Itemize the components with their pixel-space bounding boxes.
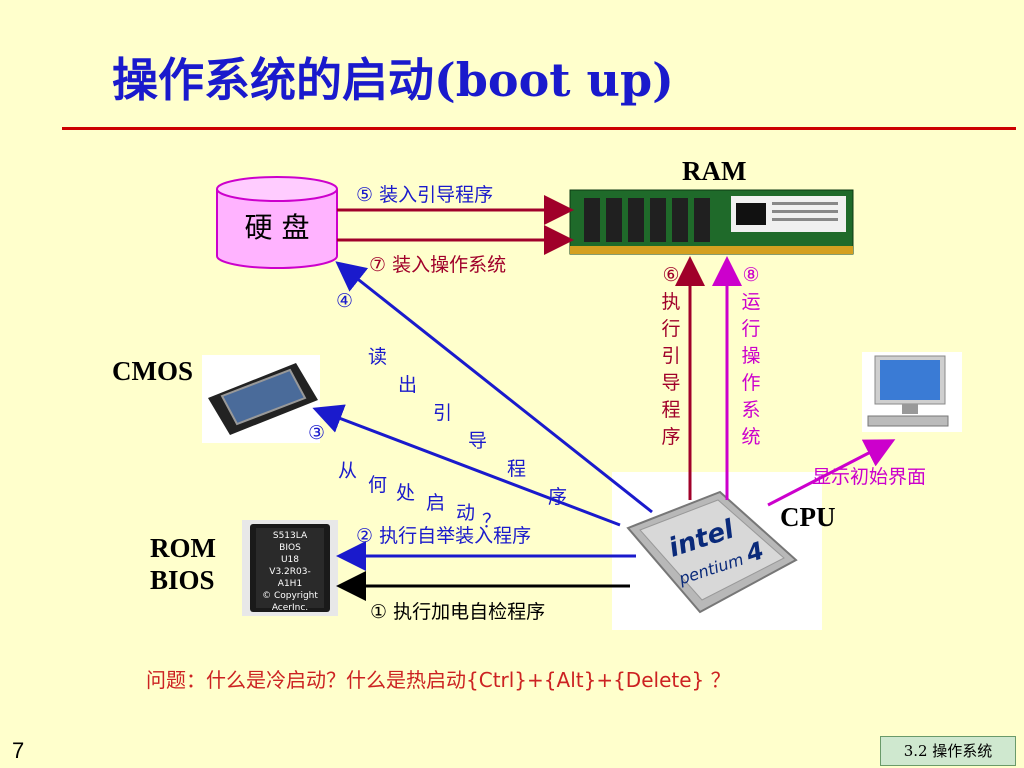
step-3-char: 启: [426, 492, 446, 514]
display-label: 显示初始界面: [812, 466, 927, 488]
cpu-chip-icon: [612, 472, 822, 630]
step-2-label: ② 执行自举装入程序: [356, 525, 532, 547]
hard-disk-icon: [216, 176, 338, 269]
step-3-char: 从: [338, 460, 358, 482]
step-3-char: 何: [368, 474, 388, 496]
step-7-label: ⑦ 装入操作系统: [369, 254, 507, 276]
title-rule: [62, 127, 1016, 130]
section-badge: 3.2 操作系统: [880, 736, 1016, 766]
arrow-read-boot: [335, 261, 653, 514]
step-4-number: ④: [336, 290, 354, 312]
ram-module-icon: [569, 189, 854, 255]
step-4-char: 序: [548, 486, 568, 508]
step-4-char: 读: [368, 346, 388, 368]
step-5-label: ⑤ 装入引导程序: [356, 184, 494, 206]
bios-chip-label: S513LA BIOS U18 V3.2R03-A1H1 © Copyright…: [262, 531, 318, 613]
step-4-char: 出: [398, 374, 418, 396]
question-text: 问题：什么是冷启动？什么是热启动{Ctrl}+{Alt}+{Delete} ？: [146, 668, 731, 692]
rom-bios-chip-icon: [242, 520, 338, 616]
cpu-label: CPU: [780, 502, 836, 532]
step-3-char: 动: [456, 502, 476, 524]
monitor-icon: [862, 352, 962, 432]
cmos-label: CMOS: [112, 356, 193, 386]
arrow-display: [767, 439, 896, 507]
step-4-char: 程: [507, 458, 527, 480]
step-4-char: 导: [468, 430, 488, 452]
page-number: 7: [12, 738, 25, 763]
arrow-where-boot: [312, 404, 621, 527]
cmos-chip-icon: [202, 355, 320, 443]
step-3-char: ？: [482, 510, 502, 532]
hard-disk-label: 硬 盘: [244, 211, 310, 244]
rom-bios-label: ROM BIOS: [150, 533, 216, 595]
ram-label: RAM: [682, 156, 747, 186]
step-3-char: 处: [396, 482, 416, 504]
step-3-number: ③: [308, 422, 326, 444]
step-4-char: 引: [433, 402, 453, 424]
page-title: 操作系统的启动(boot up): [112, 53, 674, 107]
step-1-label: ① 执行加电自检程序: [370, 601, 546, 623]
